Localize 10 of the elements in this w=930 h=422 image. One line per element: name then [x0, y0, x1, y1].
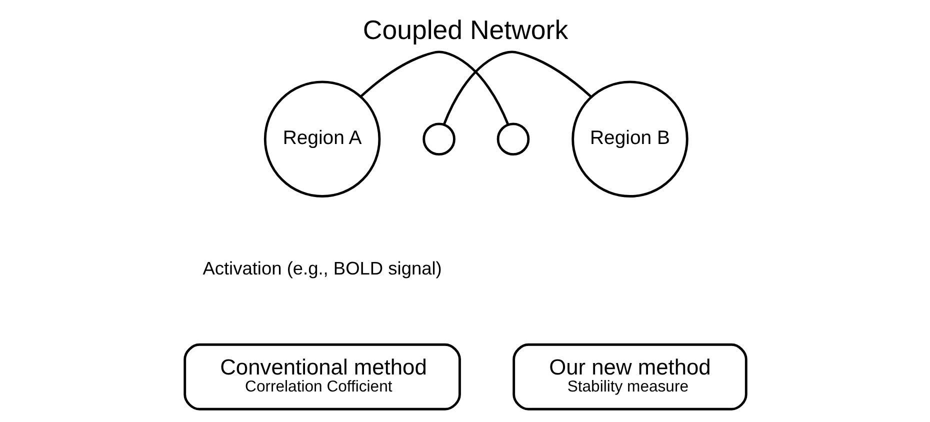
- label: Activation (e.g., BOLD signal): [202, 258, 442, 279]
- node-circle: Region B: [571, 80, 688, 198]
- node-circle: [422, 122, 455, 156]
- node-box: Our new method Stability measure: [512, 343, 747, 410]
- connector: [360, 50, 509, 126]
- node-circle: Region A: [263, 80, 380, 198]
- diagram-title: Coupled Network: [362, 15, 568, 46]
- connector: [442, 50, 592, 126]
- node-circle: [496, 122, 530, 156]
- node-box: Conventional method Correlation Cofficient: [183, 343, 460, 410]
